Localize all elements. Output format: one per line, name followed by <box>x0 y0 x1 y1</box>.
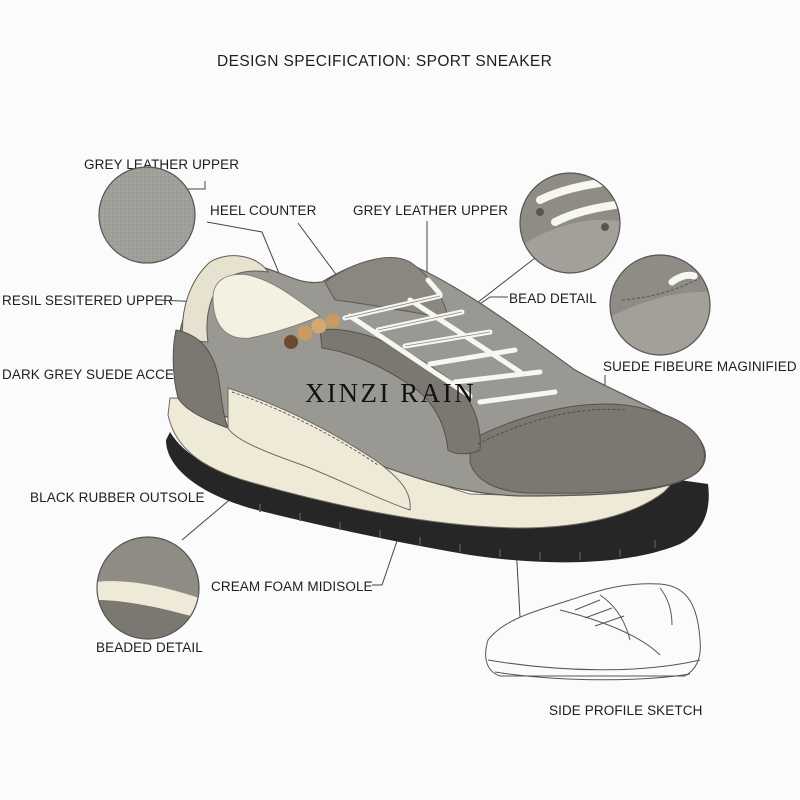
label-grey-leather-upper-left: GREY LEATHER UPPER <box>84 157 240 172</box>
label-heel-counter: HEEL COUNTER <box>210 203 317 218</box>
label-suede-fibre: SUEDE FIBEURE MAGINIFIED <box>603 359 797 374</box>
main-sneaker <box>166 255 709 563</box>
label-bead-detail: BEAD DETAIL <box>509 291 597 306</box>
label-beaded-detail: BEADED DETAIL <box>96 640 203 655</box>
label-black-rubber-outsole: BLACK RUBBER OUTSOLE <box>30 490 205 505</box>
label-grey-leather-upper-top: GREY LEATHER UPPER <box>353 203 509 218</box>
magnified-leather-circle <box>98 166 196 264</box>
label-resil-upper: RESIL SESITERED UPPER <box>2 293 174 308</box>
label-dark-grey-suede: DARK GREY SUEDE ACCENTS <box>2 367 202 382</box>
side-profile-sketch <box>485 583 701 681</box>
watermark: XINZI RAIN <box>305 378 477 408</box>
label-cream-foam-midsole: CREAM FOAM MIDISOLE <box>211 579 373 594</box>
label-side-profile-sketch: SIDE PROFILE SKETCH <box>549 703 703 718</box>
magnified-suede-circle <box>609 254 711 356</box>
magnified-lace-circle <box>519 172 621 274</box>
magnified-beaded-circle <box>96 536 200 640</box>
page-title: DESIGN SPECIFICATION: SPORT SNEAKER <box>217 53 553 70</box>
